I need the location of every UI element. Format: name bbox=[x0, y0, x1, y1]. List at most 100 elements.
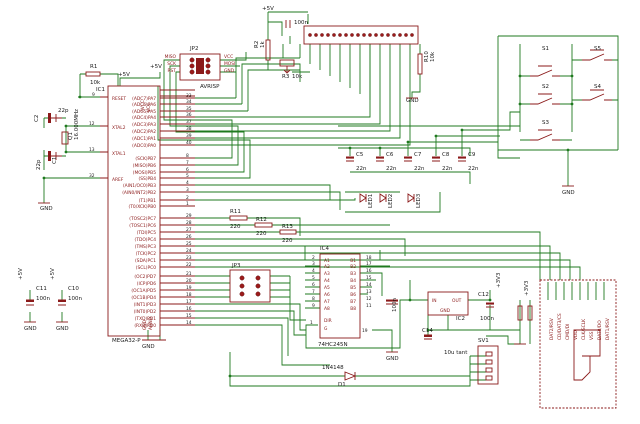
card-v33-label: +3V3 bbox=[524, 280, 530, 296]
ic1-pin-pa2: (ADC2)PA2 bbox=[132, 129, 156, 135]
led3-ref: LED3 bbox=[416, 193, 422, 208]
ic1-pin-pb3: (AIN1/OC0)PB3 bbox=[123, 183, 156, 189]
jp2-pin-sck: SCK bbox=[167, 61, 176, 67]
ic1-right-pin-numbers: 33 34 35 36 37 38 39 40 8 7 6 5 4 3 2 1 … bbox=[186, 93, 192, 326]
r13-value: 220 bbox=[282, 238, 293, 244]
sv1-header: SV1 bbox=[477, 338, 499, 385]
ic1-num-35: 35 bbox=[186, 106, 192, 112]
r10-value: 10k bbox=[430, 51, 436, 62]
jp3-header: JP3 bbox=[229, 263, 271, 303]
ic4-pin-b4: B4 bbox=[350, 278, 356, 284]
ic4-pin-a6: A6 bbox=[324, 292, 330, 298]
c11-vcc-label: +5V bbox=[18, 268, 24, 280]
ic1-pin-pc2: (TCK)PC2 bbox=[136, 251, 157, 257]
c9-value: 22n bbox=[468, 166, 479, 172]
c7: C7 22n bbox=[404, 152, 425, 172]
ic1-pin-pd0: (RXD)PD0 bbox=[134, 323, 156, 329]
ic1-pin-vcc: VCC bbox=[146, 103, 152, 112]
ic4-num-15: 15 bbox=[366, 275, 372, 281]
ic4-num-6: 6 bbox=[312, 282, 315, 288]
c5: C5 22n bbox=[346, 152, 367, 172]
ic4-pin-g: G bbox=[324, 326, 328, 332]
ic1-num-23: 23 bbox=[186, 255, 192, 261]
jp2-pin-vcc: VCC bbox=[224, 54, 233, 60]
ic1-num-20: 20 bbox=[186, 278, 192, 284]
ic1-num-37: 37 bbox=[186, 119, 192, 125]
ic1-pin-pb1: (T1)PB1 bbox=[139, 198, 157, 204]
card-pin-dat2: DAT2/RSV bbox=[549, 318, 555, 340]
switch-matrix: S1 S2 S3 S4 S5 GND bbox=[530, 46, 612, 196]
led-2: LED2 bbox=[379, 193, 394, 208]
jp2-pin-mosi: MOSI bbox=[224, 61, 235, 67]
card-pin-clk: CLK/SCLK bbox=[581, 319, 587, 340]
ic1-num-xtal2: 12 bbox=[89, 121, 95, 127]
ic1-num-36: 36 bbox=[186, 112, 192, 118]
ic4-pin-a2: A2 bbox=[324, 264, 330, 270]
ic4-name: 74HC245N bbox=[318, 342, 348, 348]
ic4-num-2: 2 bbox=[312, 255, 315, 261]
ic1-num-14: 14 bbox=[186, 320, 192, 326]
ic1-pin-pa3: (ADC3)PA3 bbox=[132, 122, 156, 128]
c11-ref: C11 bbox=[36, 286, 47, 292]
ic4-num-4: 4 bbox=[312, 268, 315, 274]
ic4-pin-a3: A3 bbox=[324, 271, 330, 277]
ic1-pin-pa4: (ADC4)PA4 bbox=[132, 115, 156, 121]
c10-value: 100n bbox=[68, 296, 82, 302]
ic1-num-1: 1 bbox=[186, 201, 189, 207]
s5-ref: S5 bbox=[594, 46, 601, 52]
ic1-num-aref: 32 bbox=[89, 173, 95, 179]
d1-ref: D1 bbox=[338, 382, 346, 388]
c13-value: 100n bbox=[392, 298, 398, 312]
c8-value: 22n bbox=[442, 166, 453, 172]
c5-ref: C5 bbox=[356, 152, 364, 158]
reset-crystal-section: R1 10k +5V +5V Q1 16.000MHz C2 22p C1 22… bbox=[34, 64, 162, 212]
ic1-pin-pb5: (MOSI)PB5 bbox=[133, 170, 156, 176]
ic1-right-pin-lines bbox=[160, 97, 195, 326]
sv1-ref: SV1 bbox=[478, 338, 489, 344]
c6: C6 22n bbox=[376, 152, 397, 172]
jp2-pin-miso: MISO bbox=[165, 54, 177, 60]
card-pin-cs: CD/DAT3/CS bbox=[557, 313, 563, 340]
c12-value: 100n bbox=[480, 316, 494, 322]
ic4-74hc245: IC4 74HC245N A1 A2 A3 A4 A5 A6 A7 A8 B1 … bbox=[310, 246, 399, 362]
card-pin-vss: VSS bbox=[589, 331, 595, 340]
r12-ref: R12 bbox=[256, 217, 267, 223]
sd-card-socket: DAT2/RSV CD/DAT3/CS CMD/DI VDD CLK/SCLK … bbox=[517, 279, 617, 409]
ic1-pin-gnd: GND bbox=[142, 319, 148, 330]
ic1-vcc-label: +5V bbox=[150, 64, 162, 70]
switch-s5: S5 bbox=[582, 46, 612, 61]
r12-value: 220 bbox=[256, 231, 267, 237]
c14-ref: C14 bbox=[422, 328, 433, 334]
ic4-pin-dir: DIR bbox=[324, 318, 332, 324]
c8: C8 22n bbox=[432, 152, 453, 172]
jp2-avrisp: JP2 AVRISP MISO SCK RST VCC MOSI GND bbox=[165, 46, 236, 90]
ic1-gnd-label: GND bbox=[142, 344, 155, 350]
c9-ref: C9 bbox=[468, 152, 476, 158]
ic1-num-27: 27 bbox=[186, 227, 192, 233]
ic2-pin-out: OUT bbox=[452, 298, 462, 304]
v33-label: +3V3 bbox=[496, 272, 502, 288]
c9: C9 22n bbox=[458, 152, 479, 172]
ic1-num-15: 15 bbox=[186, 313, 192, 319]
r10-ref: R10 bbox=[424, 51, 430, 62]
ic1-pin-pc3: (TMS)PC3 bbox=[135, 244, 156, 250]
ic1-num-8: 8 bbox=[186, 153, 189, 159]
ic1-num-25: 25 bbox=[186, 241, 192, 247]
ic1-pin-pc7: (TOSC2)PC7 bbox=[129, 216, 156, 222]
capacitor-row: C5 22n C6 22n C7 22n C8 22n C9 22n bbox=[346, 152, 479, 172]
s4-ref: S4 bbox=[594, 84, 601, 90]
junctions bbox=[42, 74, 574, 378]
s2-ref: S2 bbox=[542, 84, 549, 90]
c11-value: 100n bbox=[36, 296, 50, 302]
ic1-num-39: 39 bbox=[186, 133, 192, 139]
ic4-pin-b7: B7 bbox=[350, 299, 356, 305]
ic1-num-5: 5 bbox=[186, 173, 189, 179]
x1-value: 16.000MHz bbox=[74, 109, 80, 140]
ic1-pin-pc4: (TDO)PC4 bbox=[135, 237, 157, 243]
ic1-num-reset: 9 bbox=[92, 92, 95, 98]
aref-gnd-label: GND bbox=[40, 206, 53, 212]
jp2-ref: JP2 bbox=[189, 46, 198, 52]
ic4-right-numbers: 18 17 16 15 14 13 12 11 bbox=[366, 255, 372, 309]
ic4-pin-a4: A4 bbox=[324, 278, 330, 284]
switch-s3: S3 bbox=[530, 120, 560, 141]
